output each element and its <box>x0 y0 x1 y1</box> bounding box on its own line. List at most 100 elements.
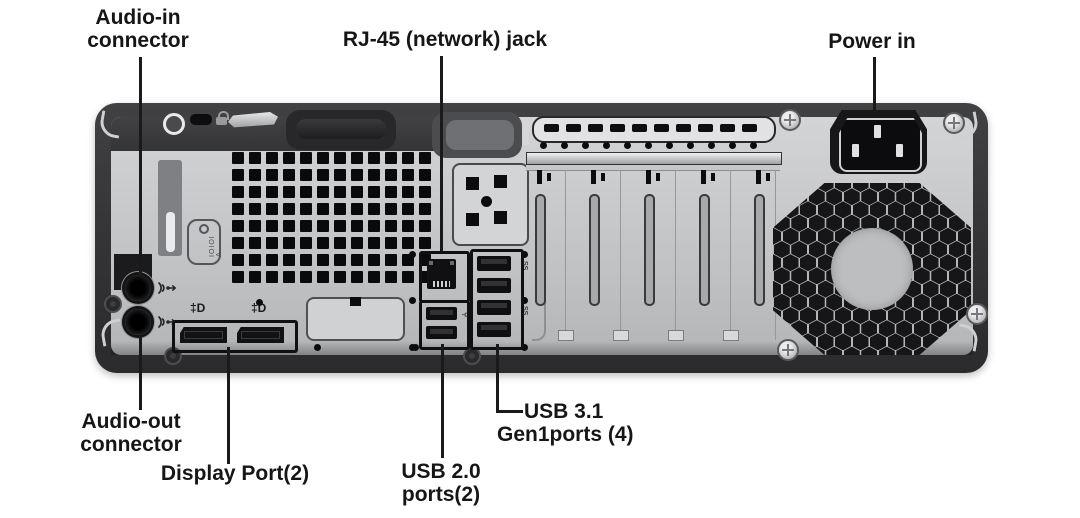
fan-hole <box>861 346 878 355</box>
screw-icon <box>943 112 965 134</box>
leader-usb31-v <box>496 344 499 413</box>
slot-top-hole <box>711 173 715 181</box>
fan-hole <box>808 214 825 232</box>
fan-hole <box>773 241 790 258</box>
vent-hole <box>283 271 295 283</box>
fan-hole <box>931 320 948 338</box>
fan-hole <box>808 320 825 338</box>
audio-in-icon <box>158 282 177 294</box>
fan-hub <box>831 228 913 310</box>
vent-hole <box>232 271 244 283</box>
vent-hole <box>317 152 329 164</box>
fan-hole <box>782 254 799 272</box>
slot-bump <box>687 142 694 149</box>
fan-hole <box>800 227 816 245</box>
rj45-opening <box>427 259 456 289</box>
fan-hole <box>896 188 913 206</box>
vent-hole <box>283 254 295 266</box>
release-latch-pad <box>446 120 514 150</box>
vent-dash <box>720 124 735 132</box>
rj45-led <box>450 261 454 265</box>
carry-handle-recess <box>286 110 396 150</box>
vent-hole <box>334 152 346 164</box>
vent-hole <box>300 220 312 232</box>
label-text: Display Port(2) <box>160 462 310 485</box>
vent-hole <box>368 169 380 181</box>
vent-dash <box>566 124 581 132</box>
rj45-pins <box>433 281 450 287</box>
screw-hole <box>521 344 528 351</box>
slot-top-hole <box>537 170 542 184</box>
ring-screw-icon <box>104 295 122 313</box>
vent-hole <box>419 220 431 232</box>
slot-top-hole <box>646 170 651 184</box>
fan-hole <box>957 227 971 245</box>
fan-hole <box>887 307 904 324</box>
rj45-jack <box>419 251 470 303</box>
label-usb2: USB 2.0 ports(2) <box>391 460 491 506</box>
vent-hole <box>402 152 414 164</box>
vent-hole <box>266 203 278 215</box>
fan-hole <box>878 320 895 338</box>
vent-hole <box>232 254 244 266</box>
vent-hole <box>334 254 346 266</box>
fan-hole <box>826 320 843 338</box>
label-display-port: Display Port(2) <box>150 462 320 485</box>
vent-hole <box>300 152 312 164</box>
vent-hole <box>266 271 278 283</box>
label-text: RJ-45 (network) jack <box>342 28 548 51</box>
leader-usb31-h <box>496 410 523 413</box>
vent-hole <box>385 237 397 249</box>
leader-usb2 <box>441 344 444 458</box>
screw-hole <box>521 297 528 304</box>
vent-hole <box>249 271 261 283</box>
fan-hole <box>791 214 808 232</box>
displayport-logo-icon: ‡D <box>190 301 206 315</box>
fan-hole <box>817 201 834 219</box>
label-audio-in: Audio-in connector <box>53 6 223 52</box>
fan-hole <box>826 214 843 232</box>
thumbscrew-hole <box>163 113 185 135</box>
vent-hole <box>249 220 261 232</box>
vent-hole <box>385 186 397 198</box>
vent-dash <box>588 124 603 132</box>
slot-top-hole <box>756 170 761 184</box>
vent-hole <box>385 152 397 164</box>
label-text: ports(2) <box>401 483 481 506</box>
fan-hole <box>896 320 913 338</box>
fan-hole <box>905 201 921 219</box>
service-marking-text: IOIOI A <box>209 235 223 257</box>
slot-bump <box>708 142 715 149</box>
slot-bottom-tab <box>613 330 629 341</box>
fan-hole <box>957 280 971 298</box>
vent-hole <box>317 254 329 266</box>
fan-hole <box>826 346 843 355</box>
usb31-port <box>477 300 511 315</box>
fan-hole <box>931 293 948 311</box>
psu-handle-block <box>112 150 164 256</box>
fan-hole <box>773 227 781 245</box>
slot-vent-pill <box>532 116 776 143</box>
vent-hole <box>351 186 363 198</box>
fan-hole <box>913 320 930 338</box>
slot-top-hole <box>656 173 660 181</box>
fan-hole <box>948 293 965 311</box>
vent-hole <box>232 220 244 232</box>
vent-hole <box>266 152 278 164</box>
fan-hole <box>948 241 965 258</box>
vent-hole <box>232 203 244 215</box>
vent-hole <box>368 152 380 164</box>
fan-hole <box>791 293 808 311</box>
slot-seam <box>730 170 731 340</box>
vent-hole <box>385 271 397 283</box>
audio-out-jack <box>125 309 151 335</box>
slot-seam <box>620 170 621 340</box>
slot-bottom-tab <box>558 330 574 341</box>
screw-icon <box>779 109 801 131</box>
vent-hole <box>419 169 431 181</box>
fan-hole <box>843 188 860 206</box>
vent-hole <box>334 237 346 249</box>
fan-hole <box>817 227 834 245</box>
vent-dash <box>544 124 559 132</box>
fan-hole <box>808 293 825 311</box>
